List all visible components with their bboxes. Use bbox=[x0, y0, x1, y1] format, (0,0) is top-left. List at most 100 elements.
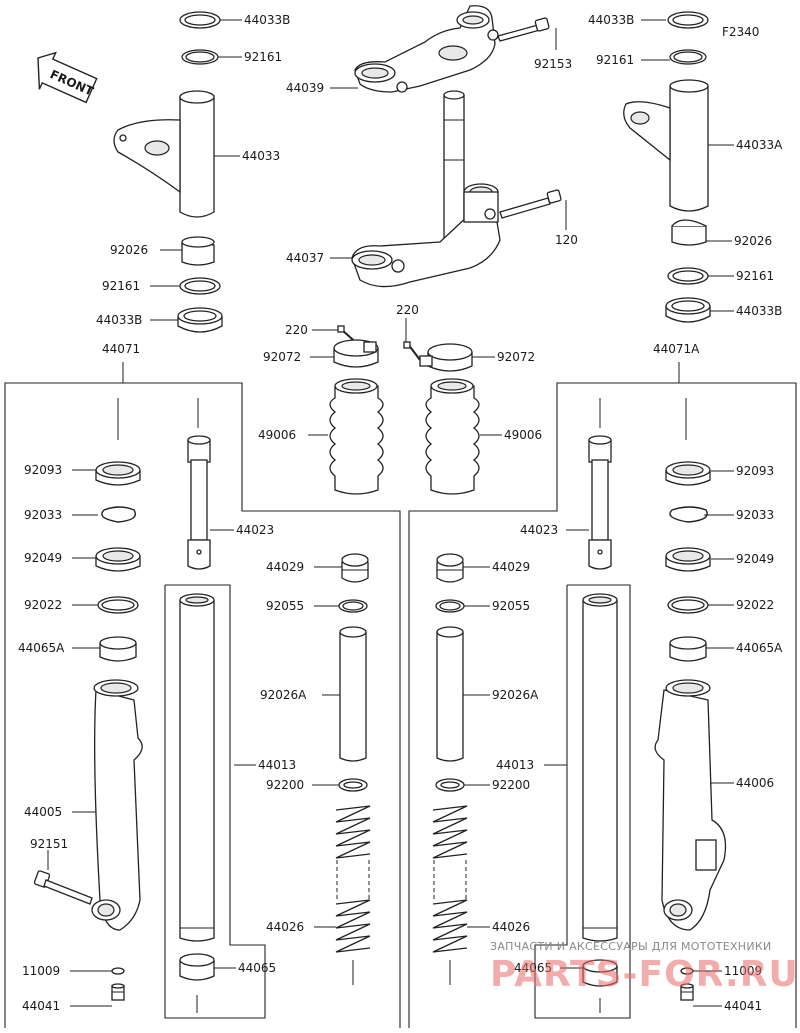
label-92022-right: 92022 bbox=[736, 598, 774, 612]
part-44026-spring-left bbox=[335, 805, 371, 985]
leader-lines bbox=[47, 19, 734, 1007]
label-44023-right: 44023 bbox=[520, 523, 558, 537]
part-44065A-bushing-left bbox=[99, 636, 137, 662]
label-92093-left: 92093 bbox=[24, 463, 62, 477]
part-92055-oring-right bbox=[435, 599, 465, 613]
part-92161-top-right bbox=[669, 49, 707, 65]
label-44023-left: 44023 bbox=[236, 523, 274, 537]
label-92033-left: 92033 bbox=[24, 508, 62, 522]
part-92055-oring-left bbox=[338, 599, 368, 613]
part-92022-washer-left bbox=[97, 596, 139, 614]
label-92026A-right: 92026A bbox=[492, 688, 539, 702]
part-92022-washer-right bbox=[667, 596, 709, 614]
label-92200-right: 92200 bbox=[492, 778, 530, 792]
label-92055-right: 92055 bbox=[492, 599, 530, 613]
label-44033B-top-right: 44033B bbox=[588, 13, 634, 27]
part-92026A-spacer-left bbox=[339, 626, 367, 762]
part-44041-bolt-right bbox=[680, 983, 694, 1001]
right-assembly-frame bbox=[408, 362, 797, 1028]
part-92026-left-collar bbox=[181, 236, 215, 266]
label-44065-left: 44065 bbox=[238, 961, 276, 975]
part-44005-outer-tube-left bbox=[91, 679, 143, 931]
part-44033A-headlight-bracket bbox=[623, 79, 709, 212]
part-11009-washer-left bbox=[111, 967, 125, 975]
part-44023-damper-rod-left bbox=[187, 398, 211, 570]
part-92072-clamp-right bbox=[419, 343, 473, 372]
label-92161-top-left: 92161 bbox=[244, 50, 282, 64]
left-assembly-frame bbox=[4, 362, 401, 1028]
watermark-tagline: ЗАПЧАСТИ И АКСЕССУАРЫ ДЛЯ МОТОТЕХНИКИ bbox=[490, 940, 772, 953]
label-44039: 44039 bbox=[286, 81, 324, 95]
part-92033-circlip-left bbox=[101, 506, 136, 523]
label-92049-left: 92049 bbox=[24, 551, 62, 565]
part-92049-oil-seal-right bbox=[665, 547, 711, 572]
part-44026-spring-right bbox=[432, 805, 468, 985]
label-92093-right: 92093 bbox=[736, 464, 774, 478]
label-44033B-left: 44033B bbox=[96, 313, 142, 327]
part-92151-bolt-left bbox=[33, 870, 93, 905]
part-44065A-bushing-right bbox=[669, 636, 707, 662]
part-number-labels: F2340 44033B 92161 44033 92026 92161 440… bbox=[18, 13, 783, 1013]
label-44033B-right: 44033B bbox=[736, 304, 782, 318]
label-11009-right: 11009 bbox=[724, 964, 762, 978]
label-44033: 44033 bbox=[242, 149, 280, 163]
label-92033-right: 92033 bbox=[736, 508, 774, 522]
part-92161-top-left bbox=[181, 49, 219, 65]
part-92093-seal-left bbox=[95, 461, 141, 486]
part-92200-washer-right bbox=[435, 778, 465, 792]
front-arrow-icon: FRONT bbox=[37, 51, 98, 104]
part-44029-cap-bolt-left bbox=[341, 553, 369, 583]
label-92049-right: 92049 bbox=[736, 552, 774, 566]
label-44026-right: 44026 bbox=[492, 920, 530, 934]
watermark: ЗАПЧАСТИ И АКСЕССУАРЫ ДЛЯ МОТОТЕХНИКИ PA… bbox=[490, 940, 798, 995]
label-92153: 92153 bbox=[534, 57, 572, 71]
part-49006-dust-boot-right bbox=[425, 378, 480, 495]
part-120-bolt bbox=[499, 189, 562, 219]
label-44033A: 44033A bbox=[736, 138, 783, 152]
label-44029-left: 44029 bbox=[266, 560, 304, 574]
label-44071A: 44071A bbox=[653, 342, 700, 356]
part-92026A-spacer-right bbox=[436, 626, 464, 762]
part-49006-dust-boot-left bbox=[329, 378, 384, 495]
part-44033B-top-right bbox=[667, 11, 709, 29]
part-44037-steering-stem-lower-clamp bbox=[351, 90, 501, 288]
part-92161-right bbox=[667, 267, 709, 285]
label-220-left: 220 bbox=[285, 323, 308, 337]
part-44033-headlight-bracket bbox=[113, 90, 215, 218]
label-92026A-left: 92026A bbox=[260, 688, 307, 702]
label-44005: 44005 bbox=[24, 805, 62, 819]
part-44033B-top-left bbox=[179, 11, 221, 29]
part-92049-oil-seal-left bbox=[95, 547, 141, 572]
label-44006: 44006 bbox=[736, 776, 774, 790]
part-44006-outer-tube-right bbox=[654, 679, 727, 931]
part-44029-cap-bolt-right bbox=[436, 553, 464, 583]
part-44023-damper-rod-right bbox=[588, 398, 612, 570]
part-44065-bushing-right bbox=[582, 959, 618, 1013]
part-92153-bolt bbox=[497, 17, 550, 42]
label-44065A-right: 44065A bbox=[736, 641, 783, 655]
part-92093-seal-right bbox=[665, 461, 711, 486]
label-11009-left: 11009 bbox=[22, 964, 60, 978]
label-92161-right: 92161 bbox=[736, 269, 774, 283]
part-44013-inner-tube-right bbox=[582, 593, 618, 942]
label-44013-left: 44013 bbox=[258, 758, 296, 772]
part-44041-bolt-left bbox=[111, 983, 125, 1001]
part-92026-right-collar bbox=[671, 219, 707, 246]
label-44071: 44071 bbox=[102, 342, 140, 356]
figure-code: F2340 bbox=[722, 25, 759, 39]
part-92161-left bbox=[179, 277, 221, 295]
part-44033B-right bbox=[665, 297, 711, 323]
label-44013-right: 44013 bbox=[496, 758, 534, 772]
label-92026-right: 92026 bbox=[734, 234, 772, 248]
label-44026-left: 44026 bbox=[266, 920, 304, 934]
label-92161-left: 92161 bbox=[102, 279, 140, 293]
part-220-screw-right bbox=[403, 341, 421, 361]
part-44065-bushing-left bbox=[179, 953, 215, 1013]
label-92200-left: 92200 bbox=[266, 778, 304, 792]
label-49006-right: 49006 bbox=[504, 428, 542, 442]
label-49006-left: 49006 bbox=[258, 428, 296, 442]
part-92033-circlip-right bbox=[669, 506, 708, 523]
part-44039-upper-triple-clamp bbox=[354, 5, 499, 93]
label-44029-right: 44029 bbox=[492, 560, 530, 574]
label-44037: 44037 bbox=[286, 251, 324, 265]
